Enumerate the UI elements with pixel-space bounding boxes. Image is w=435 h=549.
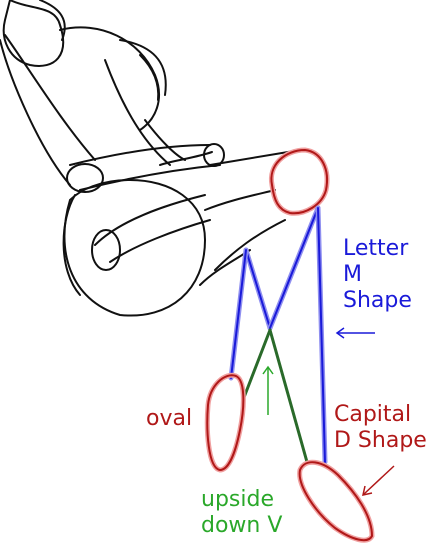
letter-m-line-2: M <box>343 262 362 287</box>
upside-v-line-1: upside <box>201 487 274 512</box>
oval-label: oval <box>146 406 193 431</box>
capital-d-line-1: Capital <box>334 402 412 427</box>
upside-v-line-2: down V <box>201 513 283 538</box>
upside-down-v-lines <box>241 328 309 464</box>
capital-d-shape <box>297 459 375 543</box>
capital-d-label: Capital D Shape <box>334 402 427 454</box>
arrow-to-m <box>335 327 375 339</box>
knee-oval <box>268 147 330 216</box>
letter-m-lines <box>228 205 328 465</box>
arrow-to-v <box>262 365 274 415</box>
body-sketch <box>0 0 301 317</box>
letter-m-line-1: Letter <box>343 236 409 261</box>
capital-d-line-2: D Shape <box>334 428 427 453</box>
upside-v-label: upside down V <box>201 487 282 539</box>
letter-m-line-3: Shape <box>343 288 412 313</box>
letter-m-label: Letter M Shape <box>343 236 412 314</box>
arrow-to-d <box>362 465 395 496</box>
oval-shape <box>204 372 246 473</box>
